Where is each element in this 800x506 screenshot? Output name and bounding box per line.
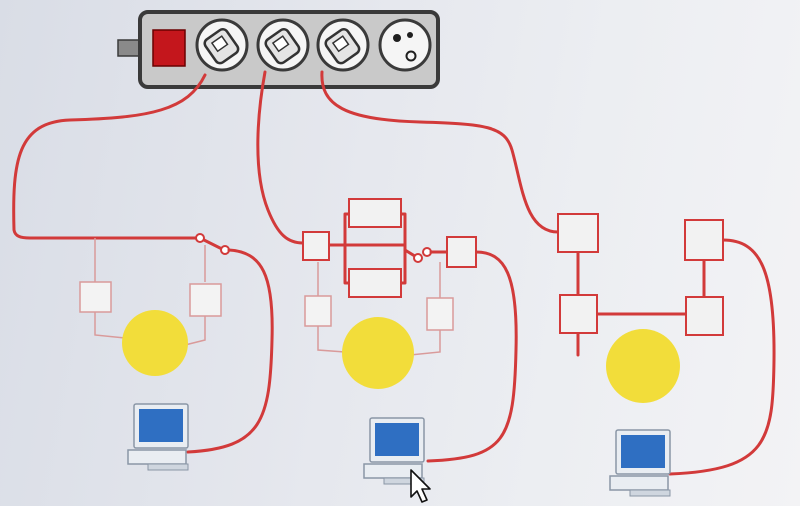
- wire-circuit-3: [320, 70, 560, 234]
- component-box[interactable]: [685, 296, 724, 336]
- computer-icon[interactable]: [127, 403, 189, 471]
- wire-circuit-2-return: [426, 250, 518, 463]
- wire-circuit-3-return: [668, 238, 776, 476]
- socket-icon[interactable]: [195, 18, 249, 72]
- component-box[interactable]: [446, 236, 477, 268]
- component-box[interactable]: [304, 295, 332, 327]
- resistor-bottom[interactable]: [348, 268, 402, 298]
- component-box[interactable]: [79, 281, 112, 313]
- component-box[interactable]: [302, 231, 330, 261]
- power-strip-icon[interactable]: [117, 10, 440, 89]
- lamp-wiring: [94, 238, 441, 356]
- plug-icon: [264, 27, 301, 65]
- mouse-cursor-icon: [410, 469, 431, 503]
- computer-icon[interactable]: [609, 429, 671, 497]
- components: [79, 198, 724, 336]
- component-box[interactable]: [684, 219, 724, 261]
- wire-circuit-1: [12, 73, 207, 240]
- component-box[interactable]: [426, 297, 454, 331]
- light-bulb-icon[interactable]: [122, 310, 188, 376]
- switch-contact: [195, 233, 205, 243]
- component-box[interactable]: [557, 213, 599, 253]
- wire-circuit-1-return: [186, 248, 274, 454]
- plug-icon: [324, 27, 361, 65]
- component-box[interactable]: [559, 294, 598, 334]
- resistor-top[interactable]: [348, 198, 402, 228]
- socket-icon[interactable]: [316, 18, 370, 72]
- bulbs: [122, 310, 680, 403]
- computer-icon[interactable]: [363, 417, 425, 485]
- switch-contact: [413, 253, 423, 263]
- plug-icon: [203, 27, 240, 65]
- socket-icon[interactable]: [256, 18, 310, 72]
- light-bulb-icon[interactable]: [342, 317, 414, 389]
- wire-circuit-2: [256, 70, 305, 245]
- light-bulb-icon[interactable]: [606, 329, 680, 403]
- component-box[interactable]: [189, 283, 222, 317]
- socket-icon[interactable]: [378, 18, 432, 72]
- power-switch[interactable]: [152, 29, 186, 67]
